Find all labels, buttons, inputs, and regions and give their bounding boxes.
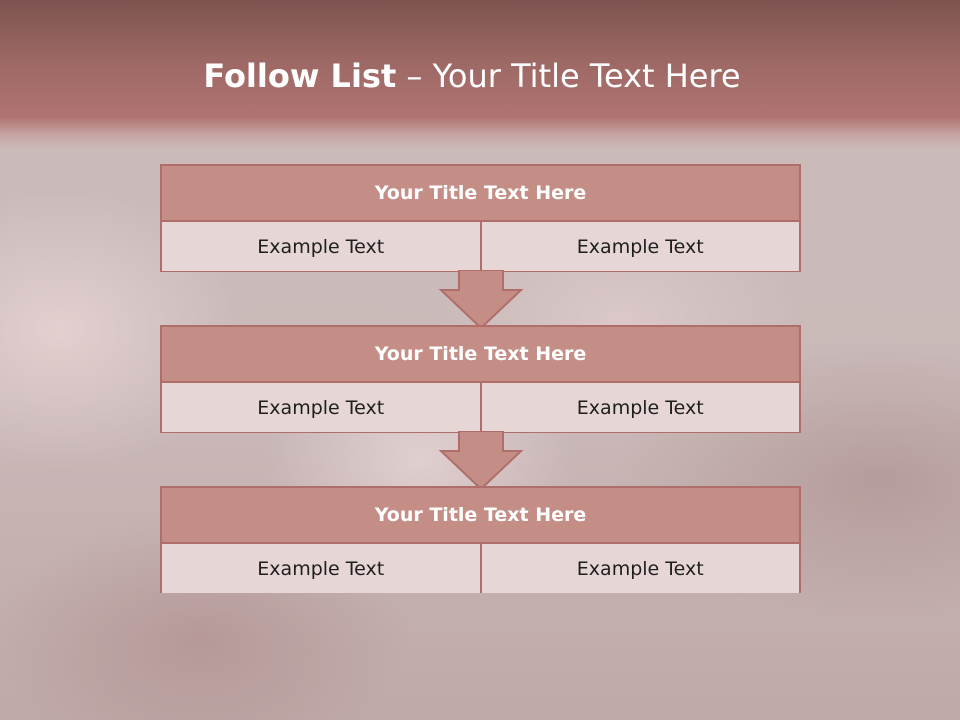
- block-cell-left: Example Text: [257, 235, 385, 258]
- slide-title-bold: Follow List: [203, 57, 397, 95]
- list-block-1: Your Title Text Here Example Text Exampl…: [160, 164, 801, 272]
- list-block-3: Your Title Text Here Example Text Exampl…: [160, 486, 801, 593]
- block-title: Your Title Text Here: [162, 488, 799, 544]
- block-row: Example Text Example Text: [162, 383, 799, 432]
- title-banner: [0, 0, 960, 150]
- block-title: Your Title Text Here: [162, 327, 799, 383]
- block-cell-right: Example Text: [479, 544, 800, 593]
- slide-title-rest: – Your Title Text Here: [396, 57, 741, 95]
- down-arrow-icon: [438, 270, 524, 330]
- slide-title: Follow List – Your Title Text Here: [0, 52, 944, 100]
- block-cell-left: Example Text: [257, 396, 385, 419]
- block-row: Example Text Example Text: [162, 222, 799, 271]
- list-block-2: Your Title Text Here Example Text Exampl…: [160, 325, 801, 433]
- block-title: Your Title Text Here: [162, 166, 799, 222]
- block-row: Example Text Example Text: [162, 544, 799, 593]
- block-cell-left: Example Text: [257, 557, 385, 580]
- block-cell-right: Example Text: [479, 222, 800, 271]
- down-arrow-icon: [438, 431, 524, 491]
- block-cell-right: Example Text: [479, 383, 800, 432]
